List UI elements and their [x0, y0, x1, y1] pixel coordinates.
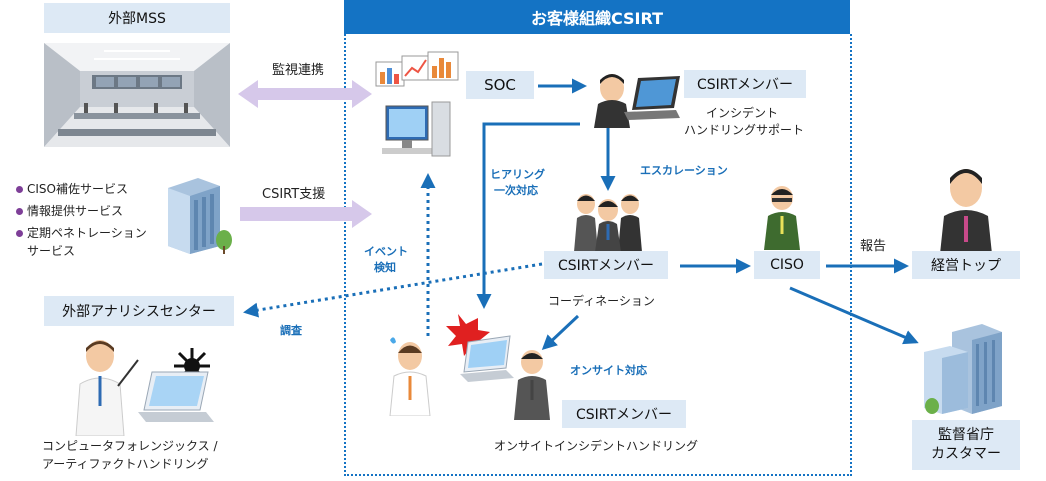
incident-support-line1: インシデント	[706, 106, 779, 120]
monitoring-arrow	[238, 80, 372, 108]
regulator-label: 監督省庁 カスタマー	[912, 420, 1020, 470]
monitoring-room-image	[44, 43, 230, 147]
ciso-person-icon	[764, 186, 800, 250]
csirt-member-top-label: CSIRTメンバー	[684, 70, 806, 98]
executive-person-icon	[940, 169, 992, 254]
report-label: 報告	[860, 239, 887, 254]
forensics-line1: コンピュータフォレンジックス /	[42, 439, 218, 453]
coordination-label: コーディネーション	[548, 294, 655, 308]
monitoring-room-icon	[44, 43, 230, 147]
csirt-member-mid-label: CSIRTメンバー	[544, 251, 668, 279]
external-analysis-label: 外部アナリシスセンター	[44, 296, 234, 326]
soc-label: SOC	[466, 71, 534, 99]
building-icon	[168, 178, 232, 254]
csirt-team-icon	[574, 194, 642, 252]
csirt-support-label: CSIRT支援	[262, 187, 326, 202]
hearing-label-2: 一次対応	[494, 184, 538, 197]
user-person-icon	[389, 337, 431, 416]
csirt-member-laptop-icon	[594, 74, 680, 128]
hearing-label-1: ヒアリング	[490, 168, 545, 181]
executive-label: 経営トップ	[912, 251, 1020, 279]
event-label-1: イベント	[364, 245, 408, 258]
external-mss-label: 外部MSS	[44, 3, 230, 33]
csirt-frame	[344, 34, 852, 476]
service-item-ciso: CISO補佐サービス	[16, 180, 128, 197]
csirt-banner: お客様組織CSIRT	[344, 0, 850, 34]
event-label-2: 検知	[374, 261, 396, 274]
analyst-person-icon	[75, 340, 139, 436]
onsite-handling-label: オンサイトインシデントハンドリング	[494, 439, 699, 453]
incident-support-line2: ハンドリングサポート	[684, 123, 805, 137]
csirt-member-onsite-label: CSIRTメンバー	[562, 400, 686, 428]
service-item-info: 情報提供サービス	[16, 202, 123, 219]
investigation-arrow	[243, 262, 543, 318]
ciso-to-regulator-arrow	[789, 286, 919, 345]
onsite-arrow	[541, 314, 580, 351]
csirt-title: お客様組織CSIRT	[530, 9, 664, 28]
onsite-label: オンサイト対応	[570, 364, 647, 377]
ciso-label: CISO	[754, 251, 820, 279]
forensics-line2: アーティファクトハンドリング	[42, 457, 209, 471]
regulator-building-icon	[924, 324, 1002, 414]
investigation-label: 調査	[280, 324, 302, 337]
service-item-pentest-cont: サービス	[27, 244, 76, 258]
laptop-icon	[138, 371, 214, 422]
csirt-member-onsite-icon	[514, 350, 550, 420]
alert-laptop-icon	[446, 314, 514, 382]
monitoring-label: 監視連携	[272, 63, 325, 78]
service-item-pentest: 定期ペネトレーション	[16, 224, 147, 241]
hearing-arrow	[476, 122, 580, 309]
soc-monitor-icon	[375, 51, 459, 157]
csirt-support-arrow	[240, 200, 372, 228]
escalation-label: エスカレーション	[640, 164, 728, 177]
